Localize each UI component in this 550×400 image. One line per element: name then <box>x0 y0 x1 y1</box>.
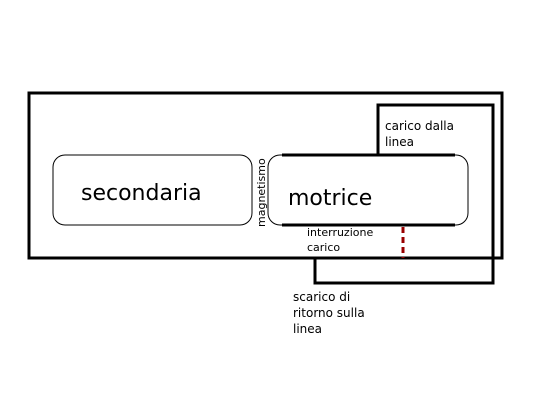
carico-dalla-label-line1: carico dalla <box>385 119 454 133</box>
carico-dalla-label-line2: linea <box>385 135 414 149</box>
interruzione-label-line2: carico <box>307 241 340 254</box>
supply-line <box>313 103 495 285</box>
secondaria-block <box>52 154 253 226</box>
scarico-label-line3: linea <box>293 322 322 336</box>
scarico-label-line2: ritorno sulla <box>293 306 365 320</box>
motrice-label: motrice <box>288 186 372 211</box>
magnetismo-label: magnetismo <box>255 158 268 227</box>
scarico-label-line1: scarico di <box>293 290 350 304</box>
secondaria-label: secondaria <box>81 181 202 206</box>
interruzione-label-line1: interruzione <box>307 226 373 239</box>
outer-frame <box>27 91 504 260</box>
